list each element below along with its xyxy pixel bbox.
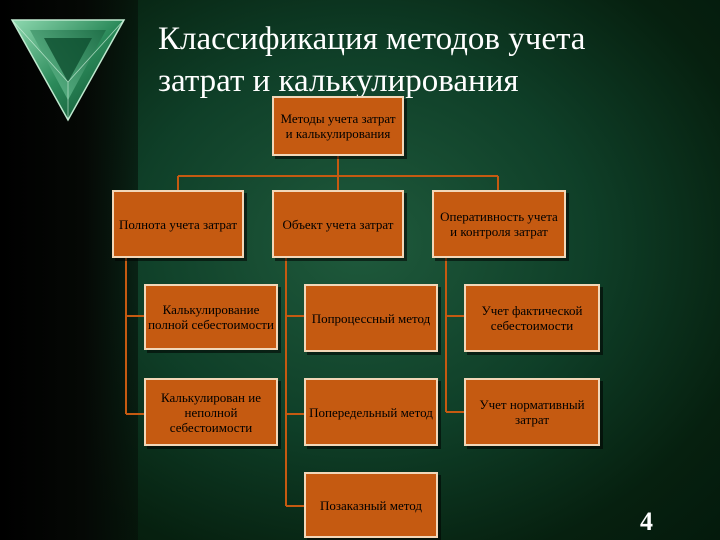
title-line-1: Классификация методов учета (158, 21, 586, 57)
column-2-item-2-node: Попередельный метод (304, 378, 438, 446)
column-1-item-1-node: Калькулирование полной себестоимости (144, 284, 278, 350)
column-2-item-2-label: Попередельный метод (309, 404, 433, 420)
column-2-header-node: Объект учета затрат (272, 190, 404, 258)
column-3-item-2-label: Учет нормативный затрат (479, 397, 585, 427)
root-node: Методы учета затрат и калькулирования (272, 96, 404, 156)
column-3-item-2-node: Учет нормативный затрат (464, 378, 600, 446)
column-2-item-3-label: Позаказный метод (320, 497, 422, 513)
column-1-item-2-node: Калькулирован ие неполной себестоимости (144, 378, 278, 446)
column-2-item-3-node: Позаказный метод (304, 472, 438, 538)
column-3-item-1-label: Учет фактической себестоимости (481, 303, 583, 333)
column-3-header-node: Оперативность учета и контроля затрат (432, 190, 566, 258)
column-1-item-2-label: Калькулирован ие неполной себестоимости (161, 389, 261, 435)
column-1-item-1-label: Калькулирование полной себестоимости (148, 302, 274, 332)
column-2-item-1-node: Попроцессный метод (304, 284, 438, 352)
column-2-header-label: Объект учета затрат (282, 216, 394, 232)
title-line-2: затрат и калькулирования (158, 63, 519, 99)
page-number: 4 (640, 507, 653, 536)
root-node-label: Методы учета затрат и калькулирования (280, 111, 396, 141)
column-1-header-node: Полнота учета затрат (112, 190, 244, 258)
column-3-item-1-node: Учет фактической себестоимости (464, 284, 600, 352)
column-2-item-1-label: Попроцессный метод (311, 310, 431, 326)
page-title: Классификация методов учета затрат и кал… (158, 18, 698, 102)
column-3-header-label: Оперативность учета и контроля затрат (440, 209, 558, 239)
triangle-logo-icon (10, 19, 126, 122)
column-1-header-label: Полнота учета затрат (118, 216, 238, 232)
